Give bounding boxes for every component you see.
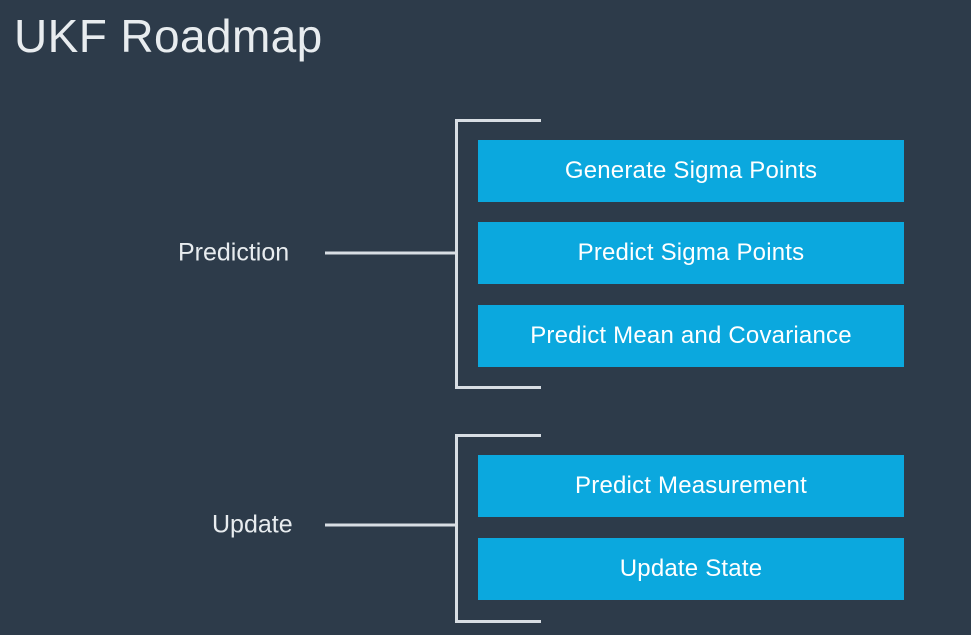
step-label: Generate Sigma Points [564, 157, 818, 184]
step-box-predict-measurement[interactable]: Predict Measurement [478, 455, 904, 517]
step-label: Predict Sigma Points [577, 239, 805, 266]
step-box-predict-mean-and-covariance[interactable]: Predict Mean and Covariance [478, 305, 904, 367]
step-box-update-state[interactable]: Update State [478, 538, 904, 600]
group-label-update: Update [212, 510, 293, 539]
step-box-generate-sigma-points[interactable]: Generate Sigma Points [478, 140, 904, 202]
group-label-prediction: Prediction [178, 238, 290, 267]
step-box-predict-sigma-points[interactable]: Predict Sigma Points [478, 222, 904, 284]
step-label: Predict Measurement [575, 472, 807, 499]
page-title: UKF Roadmap [14, 10, 323, 62]
step-label: Predict Mean and Covariance [530, 322, 852, 349]
connector-line-prediction [325, 251, 456, 255]
connector-line-update [325, 523, 456, 527]
step-label: Update State [619, 555, 763, 582]
